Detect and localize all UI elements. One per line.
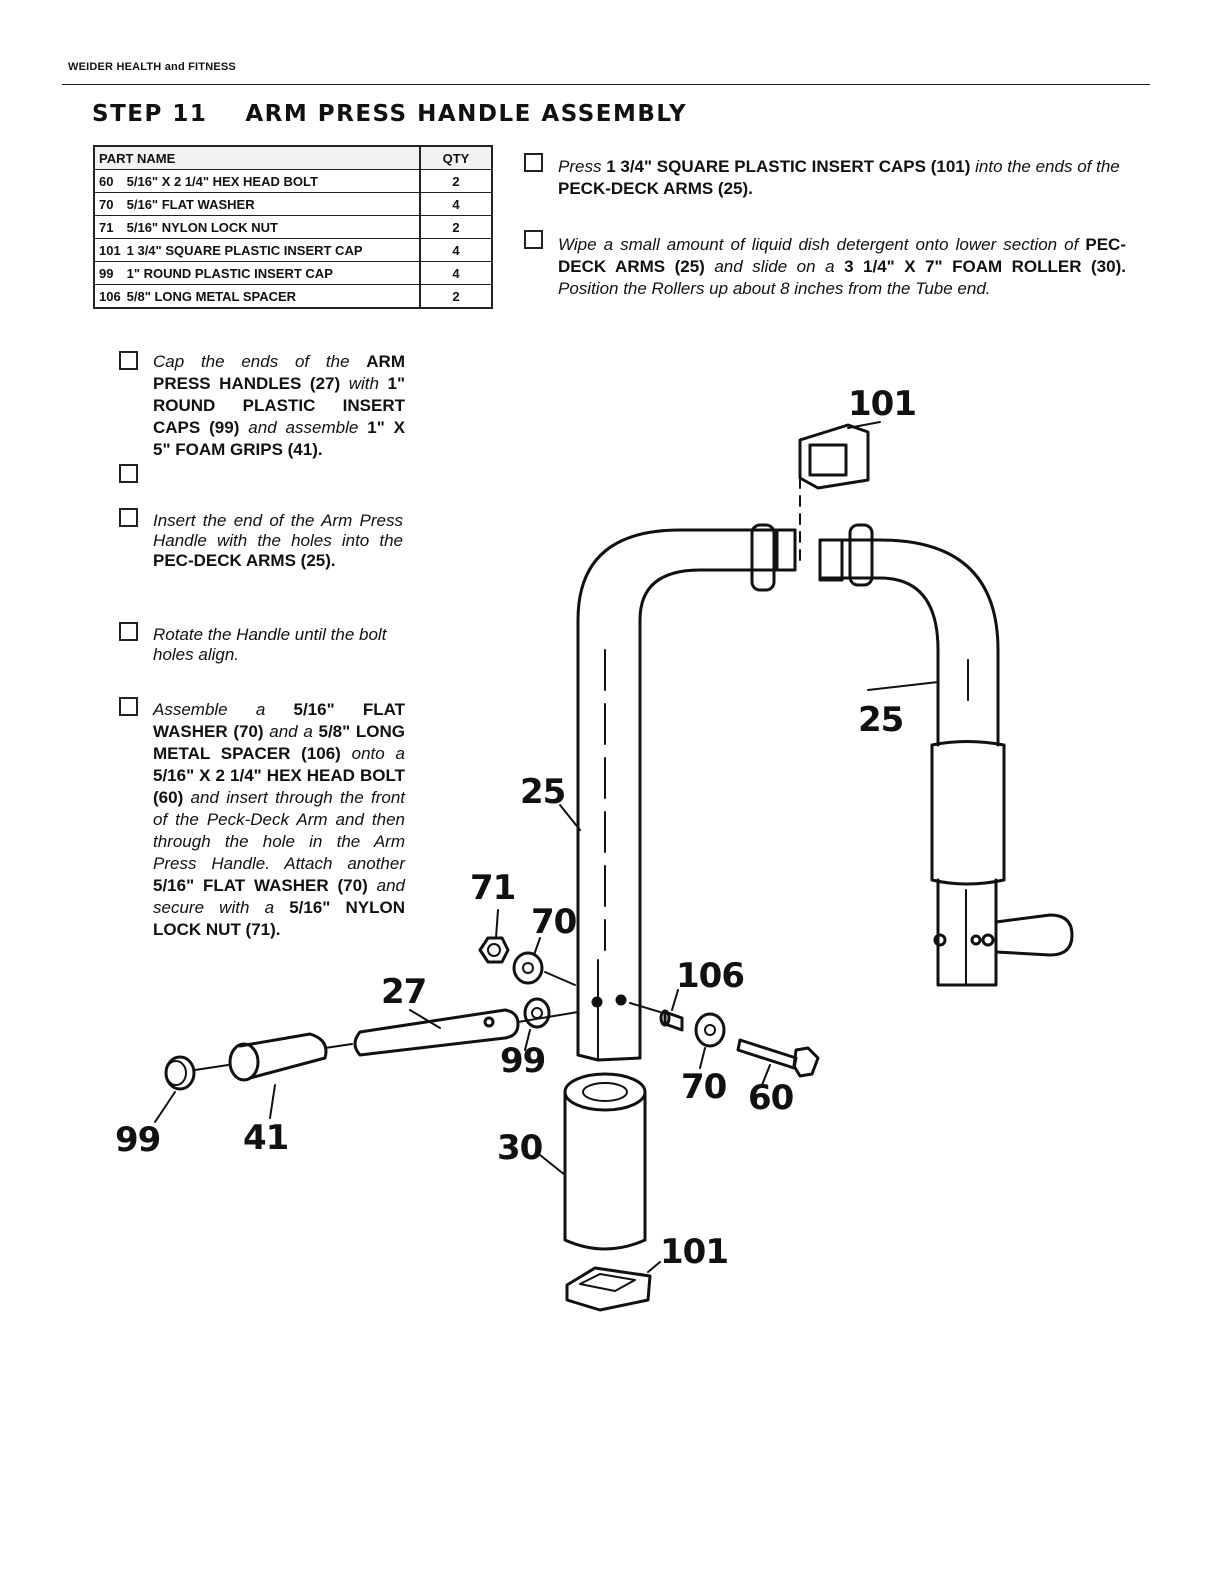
callout-60: 60 xyxy=(748,1078,794,1118)
header-rule xyxy=(62,84,1150,85)
callout-25-right: 25 xyxy=(858,700,904,740)
instruction-cap-handles: Cap the ends of the ARM PRESS HANDLES (2… xyxy=(153,352,405,459)
right-pec-deck-arm xyxy=(818,523,1074,987)
part-qty: 4 xyxy=(419,261,493,285)
part-name: 1" ROUND PLASTIC INSERT CAP xyxy=(126,265,333,281)
callout-99-end: 99 xyxy=(115,1120,161,1160)
col-qty: QTY xyxy=(419,145,493,170)
part-name: 5/16" FLAT WASHER xyxy=(126,196,255,212)
part-qty: 2 xyxy=(419,215,493,239)
part-number: 101 xyxy=(99,242,121,258)
part-number: 60 xyxy=(99,173,114,189)
table-row: 60 5/16" X 2 1/4" HEX HEAD BOLT 2 xyxy=(93,169,493,193)
parts-table: PART NAME QTY 60 5/16" X 2 1/4" HEX HEAD… xyxy=(93,145,493,309)
foam-roller xyxy=(539,1072,647,1251)
part-qty: 2 xyxy=(419,284,493,309)
foam-grip xyxy=(228,1032,353,1119)
nylon-lock-nut xyxy=(478,909,510,964)
instruction-assemble-bolt: Assemble a 5/16" FLAT WASHER (70) and a … xyxy=(153,700,406,939)
flat-washer-top xyxy=(512,937,576,986)
round-cap-handle xyxy=(523,997,551,1051)
callout-30: 30 xyxy=(497,1128,543,1168)
table-row: 71 5/16" NYLON LOCK NUT 2 xyxy=(93,215,493,239)
col-part-name: PART NAME xyxy=(93,145,421,170)
part-name: 5/16" X 2 1/4" HEX HEAD BOLT xyxy=(126,173,318,189)
part-qty: 2 xyxy=(419,169,493,193)
checkbox-insert-caps[interactable] xyxy=(524,153,543,172)
callout-99-handle: 99 xyxy=(500,1041,546,1081)
insert-cap-bottom xyxy=(565,1261,661,1312)
checkbox-foam-grips[interactable] xyxy=(119,464,138,483)
step-title: STEP 11 ARM PRESS HANDLE ASSEMBLY xyxy=(92,101,687,127)
part-number: 106 xyxy=(99,288,121,304)
step-heading: ARM PRESS HANDLE ASSEMBLY xyxy=(245,101,688,127)
checkbox-cap-handles[interactable] xyxy=(119,351,138,370)
instruction-insert-caps: Press 1 3/4" SQUARE PLASTIC INSERT CAPS … xyxy=(558,157,1120,198)
callout-27: 27 xyxy=(381,972,427,1012)
checkbox-insert-handle[interactable] xyxy=(119,508,138,527)
leader-arm-left xyxy=(559,804,581,831)
instruction-rotate-handle: Rotate the Handle until the bolt holes a… xyxy=(153,625,387,664)
part-qty: 4 xyxy=(419,192,493,216)
hex-head-bolt xyxy=(736,1038,820,1086)
callout-106: 106 xyxy=(676,956,745,996)
table-row: 99 1" ROUND PLASTIC INSERT CAP 4 xyxy=(93,261,493,285)
callout-25-left: 25 xyxy=(520,772,566,812)
round-cap-end xyxy=(154,1055,229,1123)
leader-arm-right xyxy=(867,681,939,691)
checkbox-foam-roller[interactable] xyxy=(524,230,543,249)
checkbox-assemble-bolt[interactable] xyxy=(119,697,138,716)
step-number: STEP 11 xyxy=(92,101,208,127)
callout-101-top: 101 xyxy=(848,384,917,424)
parts-table-header: PART NAME QTY xyxy=(93,145,493,170)
left-pec-deck-arm xyxy=(576,523,797,1062)
callout-71: 71 xyxy=(470,868,516,908)
part-number: 71 xyxy=(99,219,114,235)
instruction-insert-handle: Insert the end of the Arm Press Handle w… xyxy=(153,511,403,570)
callout-41: 41 xyxy=(243,1118,289,1158)
metal-spacer xyxy=(629,989,684,1032)
part-number: 99 xyxy=(99,265,114,281)
flat-washer-bottom xyxy=(694,1012,726,1069)
part-name: 5/8" LONG METAL SPACER xyxy=(126,288,297,304)
table-row: 106 5/8" LONG METAL SPACER 2 xyxy=(93,284,493,309)
callout-70-top: 70 xyxy=(531,902,577,942)
part-number: 70 xyxy=(99,196,114,212)
callout-101-bottom: 101 xyxy=(660,1232,729,1272)
checkbox-rotate-handle[interactable] xyxy=(119,622,138,641)
insert-cap-top xyxy=(798,421,881,561)
part-name: 1 3/4" SQUARE PLASTIC INSERT CAP xyxy=(126,242,363,258)
part-name: 5/16" NYLON LOCK NUT xyxy=(126,219,278,235)
instruction-foam-roller: Wipe a small amount of liquid dish deter… xyxy=(558,235,1126,298)
brand-header: WEIDER HEALTH and FITNESS xyxy=(68,61,236,73)
callout-70-bottom: 70 xyxy=(681,1067,727,1107)
